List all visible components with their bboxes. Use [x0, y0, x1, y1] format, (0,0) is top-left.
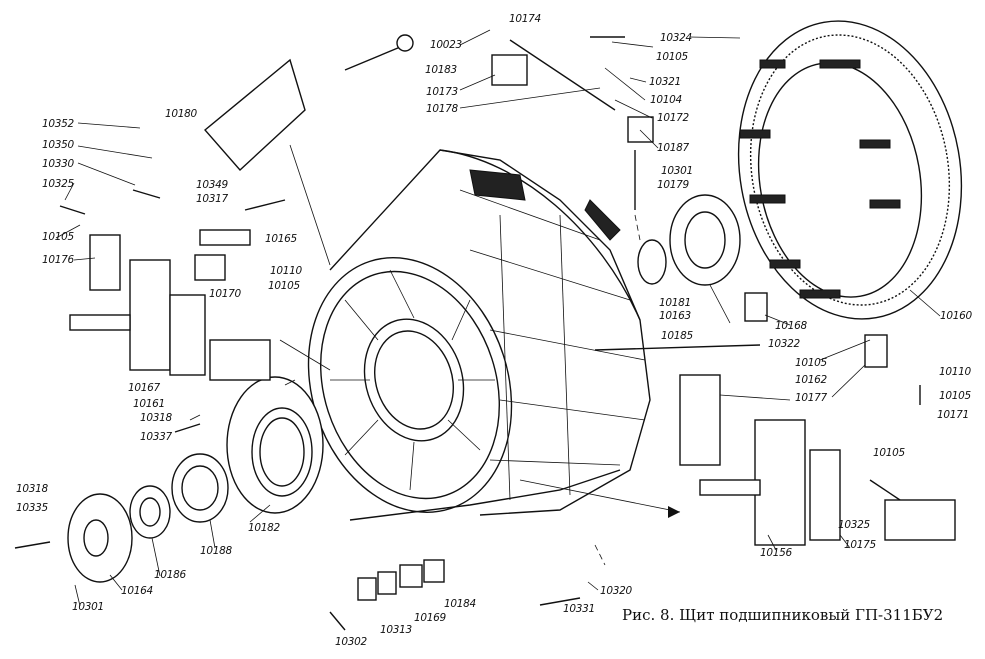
label-10335: 10335	[16, 502, 48, 514]
label-10325: 10325	[42, 178, 74, 190]
label-10104: 10104	[650, 94, 682, 106]
label-10173: 10173	[426, 86, 458, 98]
label-10320: 10320	[600, 585, 632, 597]
label-10110: 10110	[270, 265, 302, 277]
label-10324: 10324	[660, 32, 692, 44]
brush-holder-right	[679, 334, 956, 546]
plates	[357, 559, 445, 601]
bolts	[14, 34, 921, 631]
label-10322: 10322	[768, 338, 800, 350]
label-10302: 10302	[335, 636, 367, 648]
label-10175: 10175	[844, 539, 876, 551]
label-10163: 10163	[659, 310, 691, 322]
label-10178: 10178	[426, 103, 458, 115]
label-10317: 10317	[196, 193, 228, 205]
bearing-shield-main	[307, 149, 651, 521]
label-10171: 10171	[937, 409, 969, 421]
label-10172: 10172	[657, 112, 689, 124]
top-brackets	[203, 54, 768, 322]
label-10181: 10181	[659, 297, 691, 309]
label-10170: 10170	[209, 288, 241, 300]
leader-lines	[55, 29, 941, 607]
label-10177: 10177	[795, 392, 827, 404]
label-10331: 10331	[563, 603, 595, 615]
label-10105: 10105	[656, 51, 688, 63]
label-10176: 10176	[42, 254, 74, 266]
label-10350: 10350	[42, 139, 74, 151]
label-10162: 10162	[795, 374, 827, 386]
label-10318: 10318	[16, 483, 48, 495]
label-10330: 10330	[42, 158, 74, 170]
label-10180: 10180	[165, 108, 197, 120]
label-10174: 10174	[509, 13, 541, 25]
label-10186: 10186	[154, 569, 186, 581]
label-10187: 10187	[657, 142, 689, 154]
ring-10186	[129, 485, 171, 539]
bearing-10188	[171, 453, 229, 523]
label-10164: 10164	[121, 585, 153, 597]
label-10301: 10301	[661, 165, 693, 177]
label-10188: 10188	[200, 545, 232, 557]
label-10156: 10156	[760, 547, 792, 559]
label-10301: 10301	[72, 601, 104, 613]
label-10182: 10182	[248, 522, 280, 534]
figure-caption: Рис. 8. Щит подшипниковый ГП-311БУ2	[622, 606, 944, 624]
label-10105: 10105	[873, 447, 905, 459]
label-10325: 10325	[838, 519, 870, 531]
label-10105: 10105	[939, 390, 971, 402]
label-10160: 10160	[940, 310, 972, 322]
label-10352: 10352	[42, 118, 74, 130]
label-10313: 10313	[380, 624, 412, 636]
label-10318: 10318	[140, 412, 172, 424]
label-10167: 10167	[128, 382, 160, 394]
label-10185: 10185	[661, 330, 693, 342]
label-10349: 10349	[196, 179, 228, 191]
label-10023: 10023	[430, 39, 462, 51]
bearing-10163	[637, 194, 741, 286]
label-10165: 10165	[265, 233, 297, 245]
label-10105: 10105	[42, 231, 74, 243]
brush-gear-ring	[737, 20, 963, 320]
label-10168: 10168	[775, 320, 807, 332]
label-10105: 10105	[268, 280, 300, 292]
assembly-lines	[279, 144, 871, 566]
label-10337: 10337	[140, 431, 172, 443]
flange-10182	[226, 376, 324, 514]
label-10110: 10110	[939, 366, 971, 378]
label-10179: 10179	[657, 179, 689, 191]
label-10184: 10184	[444, 598, 476, 610]
label-10161: 10161	[133, 398, 165, 410]
cap-10164	[67, 493, 133, 583]
label-10321: 10321	[649, 76, 681, 88]
label-10183: 10183	[425, 64, 457, 76]
label-10105: 10105	[795, 357, 827, 369]
label-10169: 10169	[414, 612, 446, 624]
brush-holder-left	[69, 229, 271, 381]
